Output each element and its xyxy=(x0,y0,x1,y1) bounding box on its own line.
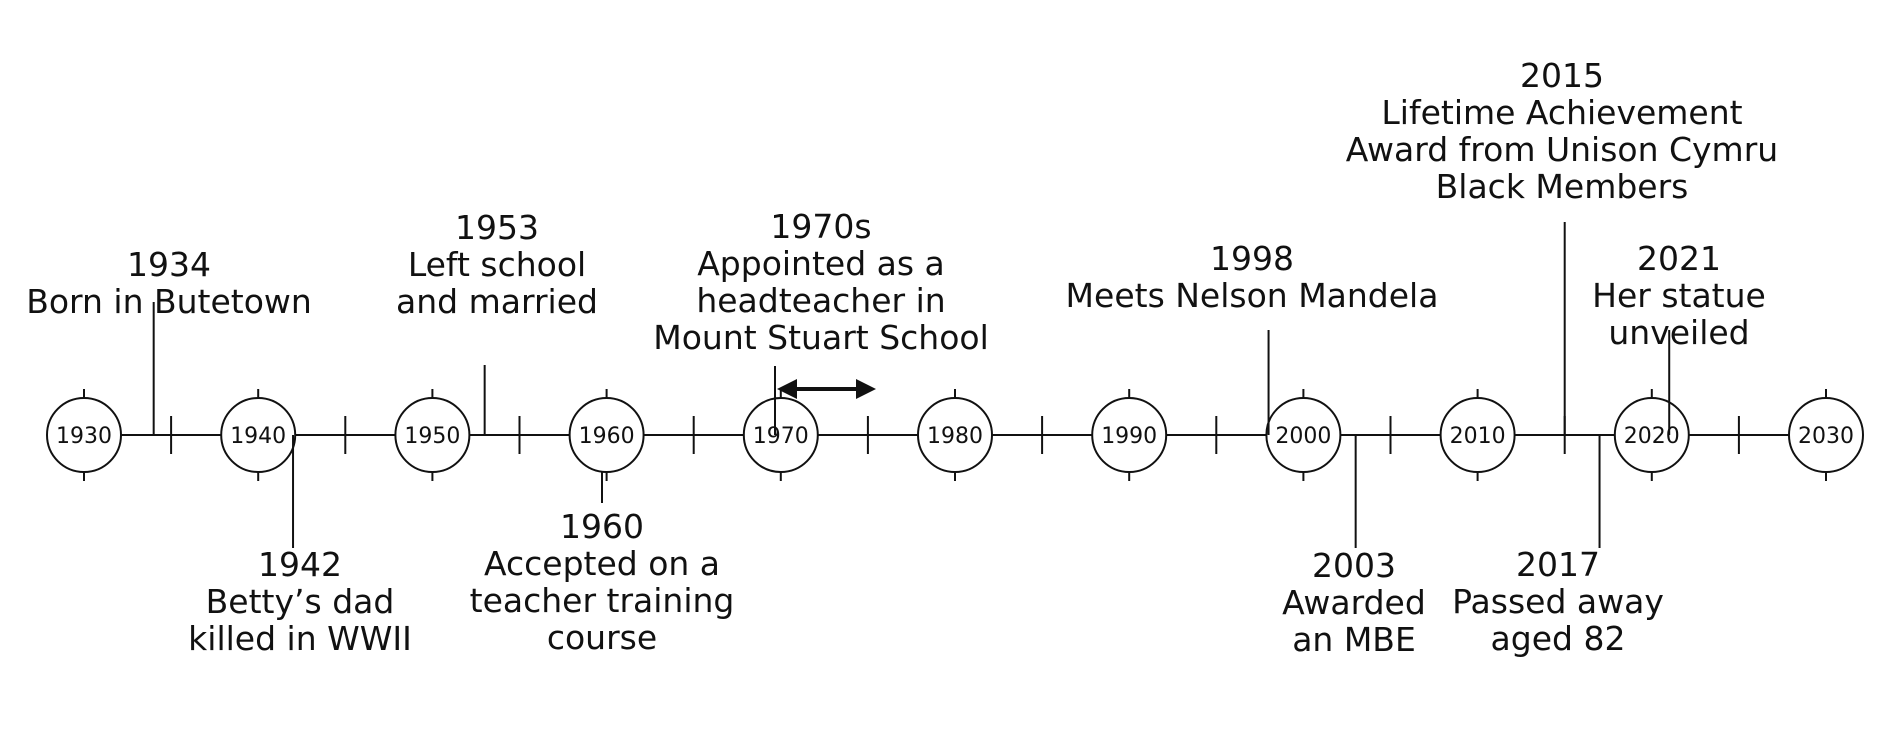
event-description-line: an MBE xyxy=(1292,620,1416,659)
event-year: 2021 xyxy=(1637,239,1721,278)
event-leaders xyxy=(152,222,1671,548)
decade-circle xyxy=(917,397,993,473)
event-description-line: Born in Butetown xyxy=(26,282,312,321)
event-description-line: aged 82 xyxy=(1491,619,1626,658)
decade-circle xyxy=(394,397,471,473)
decade-marker-1960: 1960 xyxy=(568,389,645,481)
event-year: 1970s xyxy=(770,207,871,246)
decade-marker-1950: 1950 xyxy=(394,389,471,481)
decade-label: 2010 xyxy=(1450,424,1506,449)
decade-marker-1990: 1990 xyxy=(1091,389,1168,481)
decade-label: 1970 xyxy=(753,424,809,449)
event-description-line: Her statue xyxy=(1592,276,1766,315)
decade-marker-2000: 2000 xyxy=(1265,389,1342,481)
decade-marker-2030: 2030 xyxy=(1788,389,1864,481)
decade-label: 1960 xyxy=(579,424,635,449)
event-description-line: Betty’s dad xyxy=(206,582,395,621)
minor-ticks xyxy=(170,416,1740,454)
arrow-left-icon xyxy=(777,379,797,399)
decade-circle xyxy=(220,397,297,473)
decade-marker-1940: 1940 xyxy=(220,389,297,481)
decade-marker-1930: 1930 xyxy=(46,389,122,481)
decade-marker-2020: 2020 xyxy=(1613,389,1690,481)
event-description-line: and married xyxy=(396,282,598,321)
decade-circle xyxy=(1439,397,1516,473)
event-description-line: Accepted on a xyxy=(484,544,720,583)
event-description-line: course xyxy=(547,618,657,657)
range-arrow xyxy=(777,379,876,399)
event-year: 1960 xyxy=(560,507,644,546)
decade-label: 2000 xyxy=(1275,424,1331,449)
event-description-line: unveiled xyxy=(1608,313,1749,352)
event-description-line: Left school xyxy=(408,245,586,284)
event-year: 2017 xyxy=(1516,545,1600,584)
decade-label: 1990 xyxy=(1101,424,1157,449)
decade-label: 2030 xyxy=(1798,424,1854,449)
decade-label: 1940 xyxy=(230,424,286,449)
decade-circle xyxy=(568,397,645,473)
arrow-right-icon xyxy=(856,379,876,399)
event-description-line: Awarded xyxy=(1282,583,1426,622)
decade-label: 1950 xyxy=(404,424,460,449)
event-description-line: killed in WWII xyxy=(188,619,412,658)
decade-marker-2010: 2010 xyxy=(1439,389,1516,481)
decade-circle xyxy=(46,397,122,473)
decade-marker-1970: 1970 xyxy=(742,389,819,481)
event-year: 1953 xyxy=(455,208,539,247)
event-description-line: Award from Unison Cymru xyxy=(1346,130,1778,169)
event-year: 2003 xyxy=(1312,546,1396,585)
event-description-line: headteacher in xyxy=(696,281,945,320)
event-description-line: Black Members xyxy=(1436,167,1689,206)
event-description-line: Lifetime Achievement xyxy=(1381,93,1742,132)
event-description-line: Appointed as a xyxy=(697,244,945,283)
decade-label: 2020 xyxy=(1624,424,1680,449)
event-description-line: Passed away xyxy=(1452,582,1664,621)
decade-label: 1980 xyxy=(927,424,983,449)
decade-marker-1980: 1980 xyxy=(917,389,993,481)
decade-markers: 1930 1940 1950 1960 1970 1980 1990 2000 2010 2020… xyxy=(46,389,1864,481)
decade-circle xyxy=(1613,397,1690,473)
event-description-line: Mount Stuart School xyxy=(653,318,989,357)
event-year: 1998 xyxy=(1210,239,1294,278)
event-description-line: Meets Nelson Mandela xyxy=(1066,276,1439,315)
decade-circle xyxy=(1788,397,1864,473)
event-year: 2015 xyxy=(1520,56,1604,95)
event-year: 1942 xyxy=(258,545,342,584)
decade-circle xyxy=(1265,397,1342,473)
event-year: 1934 xyxy=(127,245,211,284)
event-description-line: teacher training xyxy=(470,581,735,620)
decade-circle xyxy=(1091,397,1168,473)
decade-label: 1930 xyxy=(56,424,112,449)
decade-circle xyxy=(742,397,819,473)
